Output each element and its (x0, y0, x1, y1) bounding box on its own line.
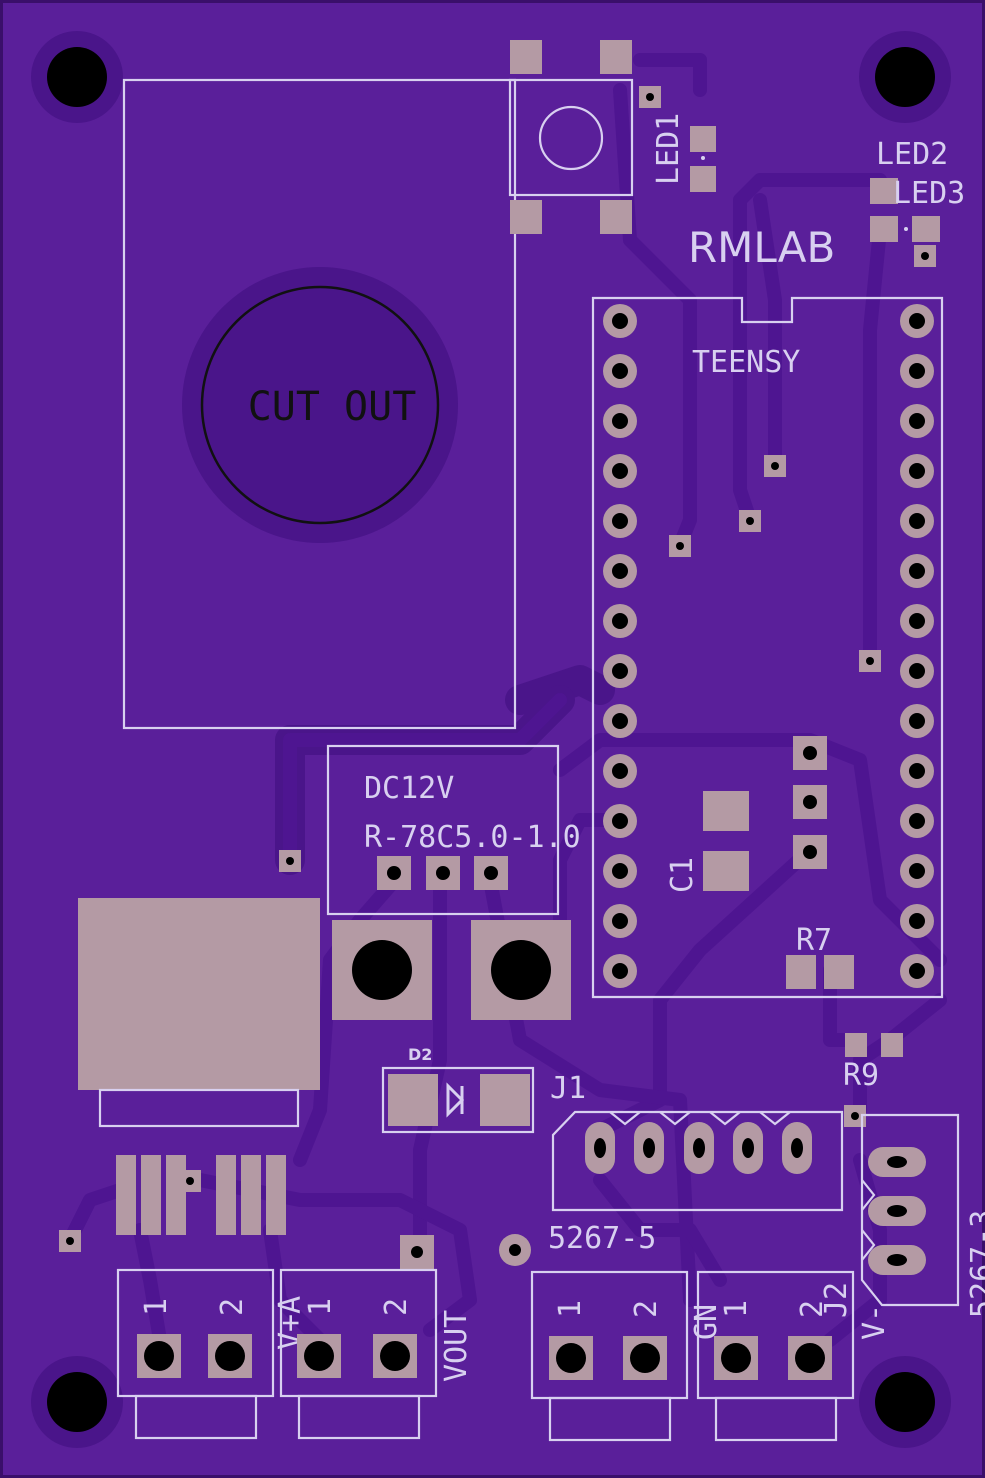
vminus-label: V- (857, 1304, 892, 1340)
cutout-ring (182, 267, 458, 543)
terminal-4: GN 1 2 J2 V- (689, 1270, 892, 1442)
teensy-pin-drill (909, 563, 925, 579)
diode-d2: D2 (381, 1045, 535, 1134)
c1-label: C1 (665, 857, 700, 893)
connector-5267-5: 5267-5 (548, 1110, 844, 1256)
cutout-label: CUT OUT (248, 384, 417, 430)
teensy-pin-drill (612, 363, 628, 379)
teensy-pin-drill (909, 863, 925, 879)
teensy-pin-drill (909, 313, 925, 329)
led3-label: LED3 (893, 176, 965, 211)
teensy-pin-drill (612, 563, 628, 579)
terminal3-pin1: 1 (553, 1300, 588, 1318)
terminal-blocks: 1 2 V+A 1 2 VOUT 1 2 GN 1 (116, 1268, 892, 1442)
terminal1-pin2: 2 (215, 1298, 250, 1316)
teensy-pin-drill (612, 713, 628, 729)
teensy-footprint: TEENSY (591, 296, 944, 999)
push-button[interactable] (508, 40, 634, 234)
gnd-label: GN (689, 1304, 724, 1340)
teensy-pin-drill (909, 913, 925, 929)
connector-5267-3: 5267-3 (860, 1113, 985, 1318)
teensy-pin-drill (612, 963, 628, 979)
teensy-pin-drill (909, 963, 925, 979)
mount-hole-br-drill (875, 1372, 935, 1432)
led2-label: LED2 (876, 137, 948, 172)
mount-hole-tl-drill (47, 47, 107, 107)
mounting-holes (31, 31, 951, 1448)
j2-label: J2 (819, 1282, 854, 1318)
capacitor-c1: C1 (665, 791, 749, 893)
conn3-label: 5267-3 (965, 1210, 985, 1318)
terminal-3: 1 2 (530, 1270, 689, 1442)
r7-label: R7 (796, 923, 832, 958)
teensy-pin-drill (612, 613, 628, 629)
mount-hole-tr-drill (875, 47, 935, 107)
logo-text: RMLAB (688, 223, 835, 272)
terminal3-pin2: 2 (629, 1300, 664, 1318)
teensy-pin-drill (612, 413, 628, 429)
terminal-2: V+A 1 2 VOUT (273, 1268, 474, 1440)
teensy-pin-drill (612, 663, 628, 679)
dc-jack (78, 898, 571, 1128)
terminal4-pin1: 1 (719, 1300, 754, 1318)
header-3pin (793, 736, 827, 869)
regulator-input-label: DC12V (364, 771, 454, 806)
teensy-pin-drill (909, 713, 925, 729)
teensy-pin-drill (612, 513, 628, 529)
terminal2-pin1: 1 (303, 1298, 338, 1316)
cutout-circle (200, 285, 440, 525)
teensy-pin-drill (612, 313, 628, 329)
r9-label: R9 (843, 1058, 879, 1093)
led2-led3: LED2 LED3 (870, 137, 965, 242)
teensy-pin-drill (909, 413, 925, 429)
terminal-1: 1 2 (116, 1268, 275, 1440)
mount-hole-bl-drill (47, 1372, 107, 1432)
resistor-r9: R9 (843, 1033, 903, 1093)
terminal4-pin2: 2 (795, 1300, 830, 1318)
teensy-pin-drill (909, 363, 925, 379)
teensy-pin-drill (909, 463, 925, 479)
voltage-regulator: DC12V R-78C5.0-1.0 (326, 744, 581, 916)
led1-label: LED1 (651, 113, 686, 185)
vout-label: VOUT (439, 1310, 474, 1382)
teensy-pin-drill (612, 913, 628, 929)
cutout-module: CUT OUT (122, 78, 517, 730)
teensy-pin-drill (612, 763, 628, 779)
regulator-part-label: R-78C5.0-1.0 (364, 820, 581, 855)
d2-label: D2 (408, 1045, 432, 1064)
vias (59, 86, 936, 1269)
teensy-pin-drill (909, 663, 925, 679)
teensy-pin-drill (909, 513, 925, 529)
led1: LED1 (651, 113, 716, 192)
resistor-r7: R7 (786, 923, 854, 989)
terminal2-pin2: 2 (379, 1298, 414, 1316)
teensy-pin-drill (612, 813, 628, 829)
teensy-pin-drill (909, 813, 925, 829)
teensy-pin-drill (909, 763, 925, 779)
conn5-label: 5267-5 (548, 1221, 656, 1256)
teensy-label: TEENSY (692, 345, 800, 380)
teensy-pin-drill (909, 613, 925, 629)
teensy-pin-drill (612, 463, 628, 479)
teensy-pin-drill (612, 863, 628, 879)
j1-label: J1 (550, 1071, 586, 1106)
smd-header (116, 1155, 286, 1235)
terminal1-pin1: 1 (139, 1298, 174, 1316)
